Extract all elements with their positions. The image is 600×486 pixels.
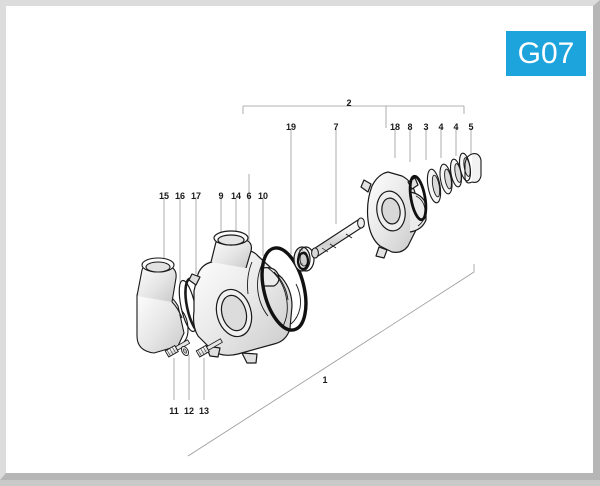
callout-label-7: 7 bbox=[333, 122, 339, 132]
callout-label-19: 19 bbox=[285, 122, 296, 132]
callout-label-9: 9 bbox=[218, 191, 224, 201]
callout-label-2: 2 bbox=[346, 98, 352, 108]
callout-label-6: 6 bbox=[246, 191, 252, 201]
seal-ring-stack bbox=[408, 152, 482, 222]
callout-label-3: 3 bbox=[423, 122, 429, 132]
callout-label-16: 16 bbox=[174, 191, 185, 201]
fastener-group bbox=[164, 338, 223, 358]
pump-shaft bbox=[311, 217, 365, 259]
callout-label-13: 13 bbox=[198, 406, 209, 416]
callout-label-18: 18 bbox=[389, 122, 400, 132]
mechanical-seal bbox=[293, 246, 315, 272]
callout-label-14: 14 bbox=[230, 191, 241, 201]
callout-label-4: 4 bbox=[438, 122, 444, 132]
callout-label-11: 11 bbox=[169, 406, 179, 416]
bearing-carrier-flange bbox=[360, 171, 427, 259]
callout-label-15: 15 bbox=[158, 191, 169, 201]
pump-housing bbox=[188, 230, 293, 364]
callout-label-12: 12 bbox=[183, 406, 194, 416]
parts-diagram-canvas bbox=[136, 102, 482, 457]
volute-detail bbox=[247, 261, 301, 329]
callout-label-5: 5 bbox=[468, 122, 474, 132]
large-oring-gasket bbox=[260, 246, 308, 332]
page-code-badge: G07 bbox=[506, 31, 586, 76]
callout-label-1: 1 bbox=[322, 375, 328, 385]
elbow-pipe bbox=[136, 257, 189, 354]
shaft-end-oring bbox=[296, 251, 310, 271]
callout-label-10: 10 bbox=[257, 191, 268, 201]
callout-label-4: 4 bbox=[453, 122, 459, 132]
callout-label-17: 17 bbox=[190, 191, 201, 201]
callout-label-8: 8 bbox=[407, 122, 413, 132]
